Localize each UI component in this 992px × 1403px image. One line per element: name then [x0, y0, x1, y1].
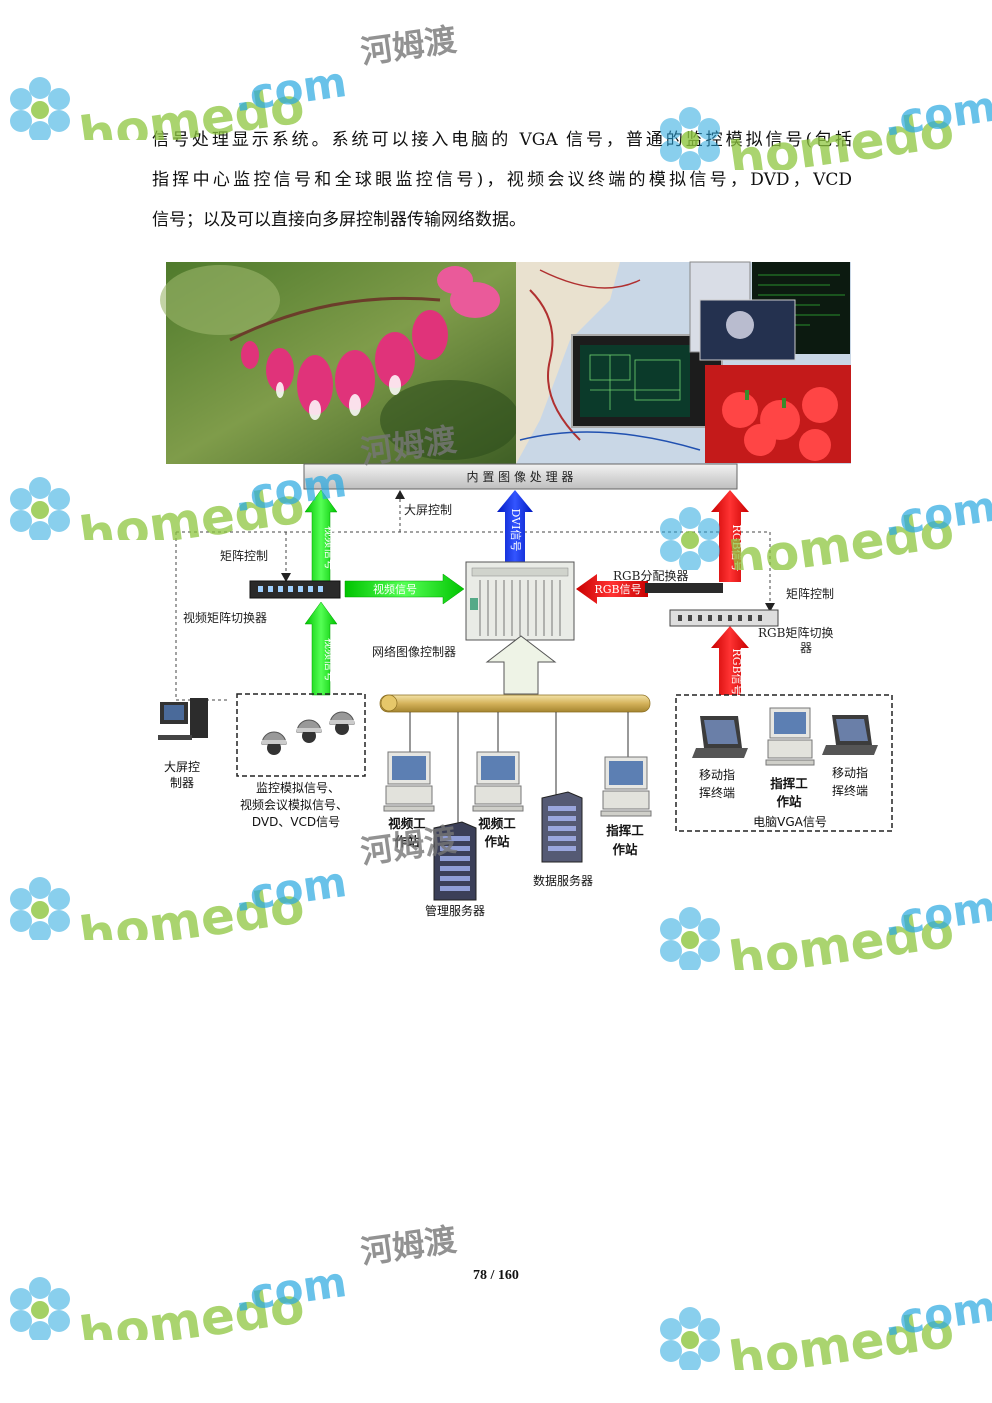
- processor-bar-label: 内 置 图 像 处 理 器: [467, 470, 574, 484]
- rgb-signal-vertical-top-label: RGB信号: [730, 524, 743, 571]
- video-workstation-1-label-1: 视频工: [388, 816, 426, 831]
- red-arrow-top: RGB信号: [711, 490, 749, 582]
- management-server-label: 管理服务器: [425, 903, 485, 918]
- video-signal-horizontal-label: 视频信号: [373, 582, 417, 596]
- video-workstation-2-pc: [473, 752, 523, 811]
- mobile-terminal-right-laptop: [822, 715, 878, 755]
- video-matrix-switcher-label: 视频矩阵切换器: [183, 610, 267, 625]
- mobile-terminal-right-label-2: 挥终端: [832, 783, 868, 798]
- system-diagram: 内 置 图 像 处 理 器 大屏控制 矩阵控制 矩阵控制 视频信号 视频信号 视…: [0, 0, 992, 1000]
- red-arrow-bottom: RGB信号: [711, 626, 749, 696]
- mobile-terminal-left-label-1: 移动指: [699, 767, 735, 782]
- video-workstation-2-label-1: 视频工: [478, 816, 516, 831]
- svg-text:homedo: homedo: [725, 1301, 957, 1370]
- network-bus: [380, 695, 650, 712]
- svg-text:.com: .com: [230, 1257, 349, 1321]
- rgb-distributor-device: [645, 583, 723, 593]
- video-signal-vertical-top-label: 视频信号: [323, 526, 337, 570]
- page-number: 78 / 160: [0, 1268, 992, 1284]
- big-screen-controller-label-2: 制器: [170, 776, 194, 790]
- big-screen-control-label: 大屏控制: [404, 503, 452, 517]
- rgb-matrix-switcher-label-1: RGB矩阵切换: [758, 626, 833, 640]
- command-workstation-right-label-1: 指挥工: [770, 776, 808, 791]
- big-screen-control-arrowhead: [395, 490, 405, 499]
- command-workstation-right-label-2: 作站: [776, 794, 802, 809]
- monitoring-signals-label-2: 视频会议模拟信号、: [240, 797, 348, 812]
- monitoring-sources-box: [237, 694, 365, 776]
- rgb-matrix-switcher-label-2: 器: [800, 641, 812, 655]
- video-workstation-1-pc: [384, 752, 434, 811]
- dvi-signal-label: DVI信号: [509, 509, 522, 552]
- flower-logo-icon: [10, 1277, 70, 1340]
- management-server: [434, 822, 476, 900]
- watermark-bottom-right: homedo .com: [655, 1240, 992, 1374]
- dome-cameras: [262, 712, 354, 755]
- mobile-terminal-left-laptop: [692, 716, 748, 758]
- matrix-control-right-label: 矩阵控制: [786, 587, 834, 601]
- command-workstation-pc: [601, 757, 651, 816]
- network-image-controller-label: 网络图像控制器: [372, 644, 456, 659]
- mobile-terminal-right-label-1: 移动指: [832, 765, 868, 780]
- flower-screen-image: [160, 262, 520, 464]
- video-matrix-switcher-device: [250, 581, 340, 598]
- rgb-signal-horizontal-label: RGB信号: [594, 583, 641, 596]
- green-arrow-horizontal: 视频信号: [345, 574, 464, 604]
- matrix-control-left-label: 矩阵控制: [220, 549, 268, 563]
- video-workstation-1-label-2: 作站: [394, 834, 420, 849]
- rgb-matrix-switcher-device: [670, 610, 778, 626]
- pc-vga-signal-label: 电脑VGA信号: [753, 815, 827, 829]
- mobile-terminal-left-label-2: 挥终端: [699, 785, 735, 800]
- green-arrow-bottom: 视频信号: [305, 602, 337, 695]
- blue-dvi-arrow: DVI信号: [497, 490, 533, 562]
- monitoring-signals-label-3: DVD、VCD信号: [252, 815, 340, 829]
- big-screen-controller-pc: [158, 698, 208, 740]
- video-workstation-2-label-2: 作站: [484, 834, 510, 849]
- command-workstation-label-2: 作站: [612, 842, 638, 857]
- rgb-distributor-label: RGB分配换器: [613, 569, 688, 583]
- big-screen-controller-label-1: 大屏控: [164, 760, 200, 774]
- video-signal-vertical-bottom-label: 视频信号: [323, 638, 337, 682]
- green-arrow-top: 视频信号: [305, 490, 337, 588]
- network-image-controller-device: [466, 562, 574, 640]
- monitoring-signals-label-1: 监控模拟信号、: [256, 781, 340, 795]
- data-server: [542, 792, 582, 862]
- command-workstation-label-1: 指挥工: [606, 823, 644, 838]
- data-server-label: 数据服务器: [533, 873, 593, 888]
- command-workstation-right-pc: [766, 708, 814, 765]
- svg-text:homedo: homedo: [76, 1276, 308, 1340]
- network-up-arrow: [487, 636, 555, 694]
- map-screen-image: [516, 262, 851, 464]
- svg-text:.com: .com: [880, 1281, 992, 1345]
- svg-text:河姆渡: 河姆渡: [358, 1220, 459, 1271]
- flower-logo-icon: [660, 1307, 720, 1370]
- rgb-signal-vertical-bottom-label: RGB信号: [730, 648, 743, 695]
